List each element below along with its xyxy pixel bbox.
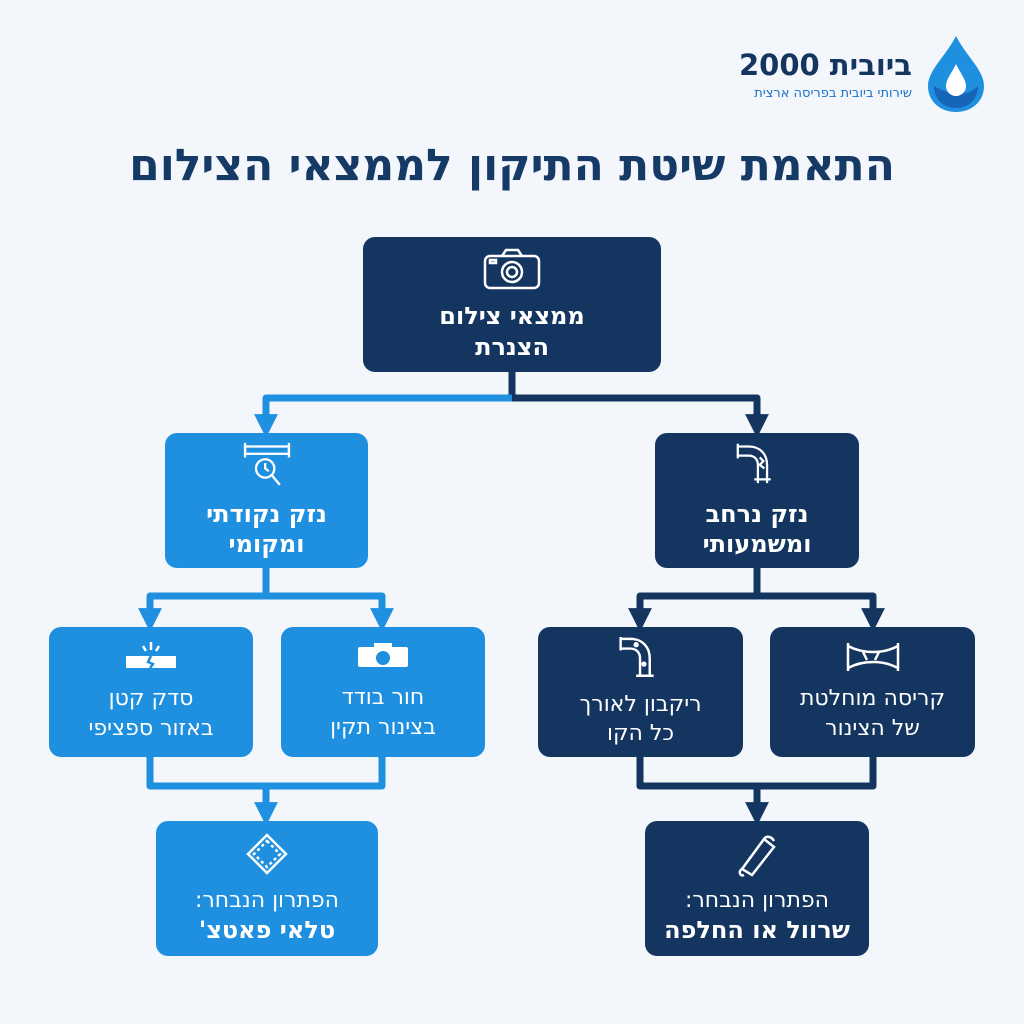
page-title: התאמת שיטת התיקון לממצאי הצילום xyxy=(129,140,895,191)
sleeve-icon xyxy=(738,835,776,877)
node-local-line2: ומקומי xyxy=(228,530,305,559)
connector-leaves-solution-right xyxy=(636,757,877,814)
broken-pipe-icon xyxy=(736,443,771,484)
node-small-crack: סדק קטן באזור ספציפי xyxy=(49,627,253,757)
brand-name: ביובית 2000 xyxy=(738,48,912,82)
node-solution-right-line2: שרוול או החלפה xyxy=(664,916,850,945)
connector-root-local xyxy=(254,394,512,438)
node-single-hole: חור בודד בצינור תקין xyxy=(281,627,485,757)
node-solution-left-line1: הפתרון הנבחר: xyxy=(194,887,340,913)
node-solution-right-line1: הפתרון הנבחר: xyxy=(684,887,830,913)
node-root-line2: הצנרת xyxy=(475,332,549,361)
node-crack-line1: סדק קטן xyxy=(108,686,194,712)
connector-leaves-solution-left xyxy=(146,757,386,814)
node-local-damage: נזק נקודתי ומקומי xyxy=(165,433,368,568)
rotten-pipe-icon xyxy=(618,636,654,677)
node-extensive-damage: נזק נרחב ומשמעותי xyxy=(655,433,859,568)
pipe-crack-icon xyxy=(126,642,176,670)
node-solution-patch: הפתרון הנבחר: טלאי פאטצ' xyxy=(156,821,378,956)
connector-local-crack xyxy=(138,568,270,632)
node-rot-line2: כל הקו xyxy=(606,721,675,747)
patch-icon xyxy=(246,833,288,875)
node-collapse-line1: קריסה מוחלטת xyxy=(799,686,946,712)
brand-logo: ביובית 2000 שירותי ביובית בפריסה ארצית xyxy=(690,34,990,114)
camera-icon xyxy=(483,248,541,290)
node-extensive-line2: ומשמעותי xyxy=(702,530,812,559)
node-solution-sleeve: הפתרון הנבחר: שרוול או החלפה xyxy=(645,821,869,956)
node-collapse-line2: של הצינור xyxy=(825,716,920,741)
node-hole-line1: חור בודד xyxy=(341,685,425,711)
node-line-rot: ריקבון לאורך כל הקו xyxy=(538,627,743,757)
node-rot-line1: ריקבון לאורך xyxy=(579,691,702,717)
node-root: ממצאי צילום הצנרת xyxy=(363,237,661,372)
water-drop-icon xyxy=(928,36,984,112)
pipe-inspection-icon xyxy=(243,442,290,486)
connector-local-hole xyxy=(266,592,394,632)
node-local-line1: נזק נקודתי xyxy=(206,499,327,528)
node-root-line1: ממצאי צילום xyxy=(439,301,585,330)
node-hole-line2: בצינור תקין xyxy=(330,715,436,740)
connector-root-extensive xyxy=(508,372,769,438)
brand-tagline: שירותי ביובית בפריסה ארצית xyxy=(754,86,912,101)
node-solution-left-line2: טלאי פאטצ' xyxy=(198,916,336,945)
node-crack-line2: באזור ספציפי xyxy=(88,716,214,741)
node-extensive-line1: נזק נרחב xyxy=(705,499,809,528)
collapsed-pipe-icon xyxy=(846,643,899,672)
connector-extensive-collapse xyxy=(757,592,885,632)
pipe-hole-icon xyxy=(358,643,408,668)
node-total-collapse: קריסה מוחלטת של הצינור xyxy=(770,627,975,757)
connector-extensive-rot xyxy=(628,568,761,632)
